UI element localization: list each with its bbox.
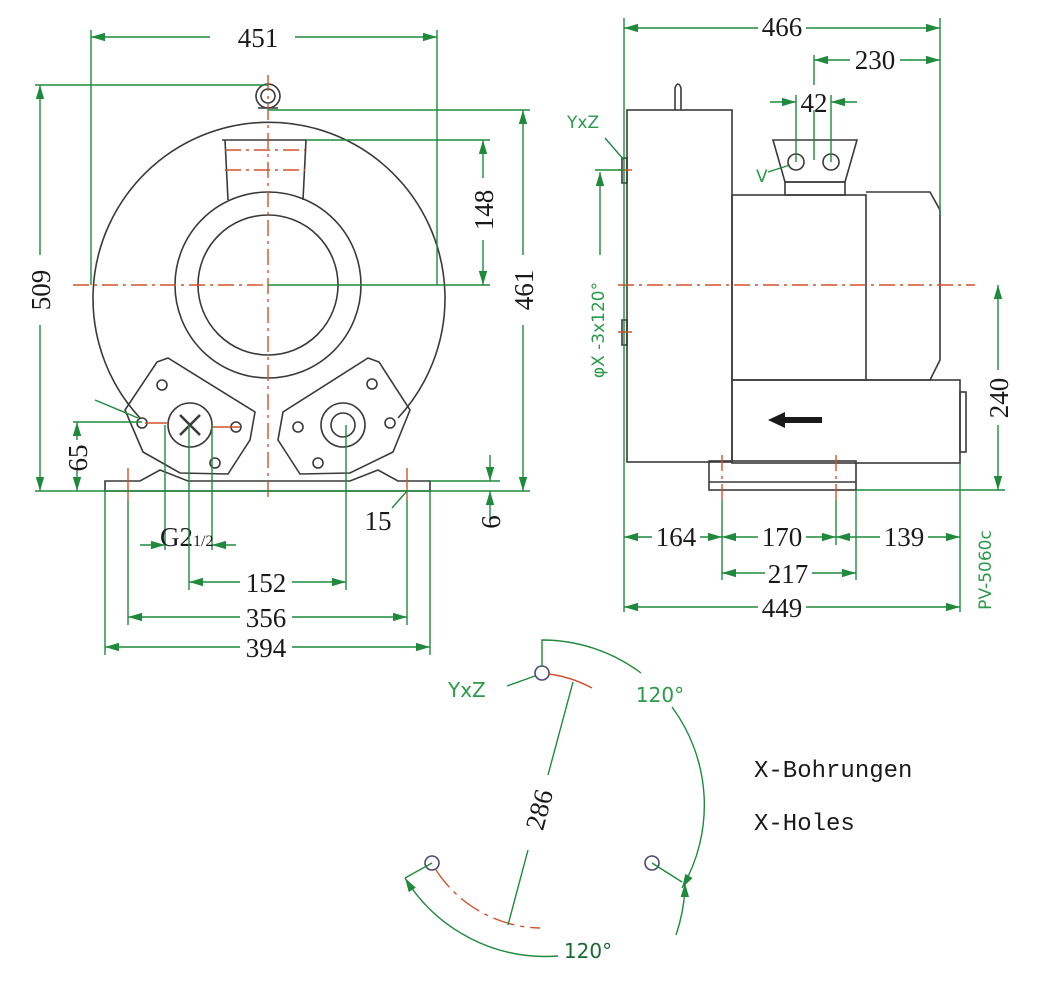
dim-outlet-hole-spacing: 42 — [801, 88, 828, 118]
flange-hole-label: YxZ — [566, 113, 599, 133]
dim-hole-diameter: 15 — [365, 506, 392, 536]
dim-outlet-to-center: 148 — [469, 190, 499, 231]
angle-label-bottom: 120° — [564, 939, 612, 963]
outlet-hole-label: V — [756, 167, 768, 187]
dim-length-overall: 466 — [762, 12, 803, 42]
thread-label: G21/2 — [160, 522, 213, 552]
dim-base-width: 394 — [246, 633, 287, 663]
dim-port-height: 65 — [63, 445, 93, 472]
legend-en: X-Holes — [754, 811, 855, 838]
dim-mount-hole-spacing: 170 — [762, 522, 803, 552]
dim-port-spacing: 152 — [246, 568, 287, 598]
side-outline — [621, 83, 967, 491]
side-view: 466 230 42 V YxZ φX -3x120° 240 164 170 … — [566, 12, 1014, 623]
flange-detail: YxZ 286 120° 120° — [404, 639, 706, 963]
dim-hole-spacing: 356 — [246, 603, 287, 633]
model-label: PV-5060c — [976, 530, 996, 610]
dim-hole-to-rear: 139 — [884, 522, 925, 552]
centerlines — [73, 75, 408, 500]
legend: X-Bohrungen X-Holes — [754, 758, 912, 838]
side-dimensions: 466 230 42 V YxZ φX -3x120° 240 164 170 … — [566, 12, 1014, 623]
dim-center-height-side: 240 — [984, 378, 1014, 419]
dim-front-to-hole: 164 — [656, 522, 697, 552]
angle-label-top: 120° — [636, 683, 684, 707]
legend-de: X-Bohrungen — [754, 758, 912, 785]
dim-height-overall: 509 — [26, 270, 56, 311]
dim-center-height: 461 — [509, 270, 539, 311]
dim-pitch-diameter: 286 — [520, 786, 559, 833]
side-centerlines — [618, 169, 975, 500]
airflow-arrow-icon — [768, 412, 822, 428]
dim-foot-length: 217 — [768, 559, 809, 589]
housing-outline — [92, 83, 446, 492]
front-view: 451 509 461 148 65 6 15 G21/2 15 — [26, 23, 539, 663]
dim-width-overall: 451 — [238, 23, 279, 53]
dimensions: 451 509 461 148 65 6 15 G21/2 15 — [26, 23, 539, 663]
flange-hole-label-detail: YxZ — [447, 678, 486, 702]
dim-outlet-offset: 230 — [855, 45, 896, 75]
dim-base-thickness: 6 — [476, 515, 506, 529]
bolt-circle-label: φX -3x120° — [589, 282, 609, 378]
dim-base-length: 449 — [762, 593, 803, 623]
